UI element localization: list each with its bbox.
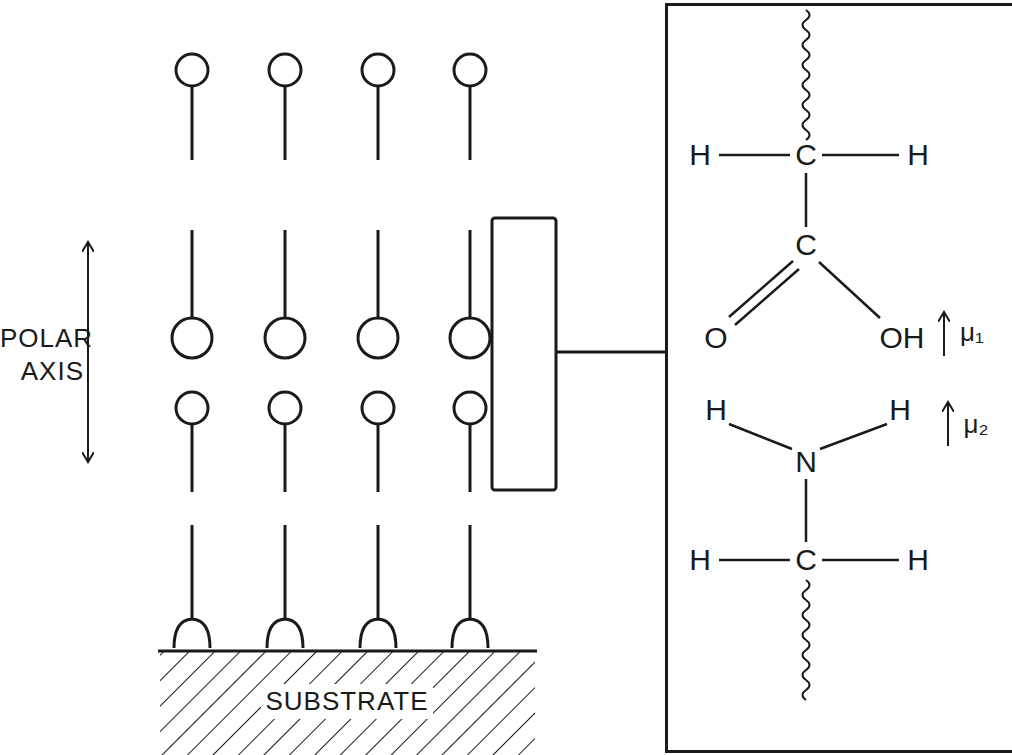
axis-label: POLAR AXIS xyxy=(0,322,84,387)
atom-symbol: OH xyxy=(880,323,925,353)
atom-symbol: O xyxy=(704,323,727,353)
highlight-box xyxy=(492,218,556,490)
atom-symbol: C xyxy=(795,140,817,170)
leader-line xyxy=(556,351,665,354)
molecule-layers xyxy=(172,54,490,648)
atom-symbol: H xyxy=(907,140,929,170)
atom-symbol: H xyxy=(705,395,727,425)
substrate-label: SUBSTRATE xyxy=(261,684,432,719)
atom-symbol: H xyxy=(889,395,911,425)
dipole-arrows xyxy=(944,312,948,446)
atom-symbol: C xyxy=(795,545,817,575)
atom-symbol: μ₁ xyxy=(960,319,984,345)
atom-symbol: μ₂ xyxy=(963,411,988,437)
chain-continuation xyxy=(803,10,810,700)
atom-symbol: H xyxy=(907,545,929,575)
atom-symbol: C xyxy=(795,230,817,260)
atom-symbol: H xyxy=(689,140,711,170)
substrate-surface xyxy=(158,650,537,653)
structure-box: H C H C O OH μ₁ H Hμ₂ N H C H xyxy=(665,3,1012,753)
atom-symbol: N xyxy=(795,447,817,477)
substrate-hatching xyxy=(160,652,535,755)
chemical-bonds xyxy=(719,155,899,560)
atom-symbol: H xyxy=(689,545,711,575)
polar-axis-arrow xyxy=(87,242,89,462)
